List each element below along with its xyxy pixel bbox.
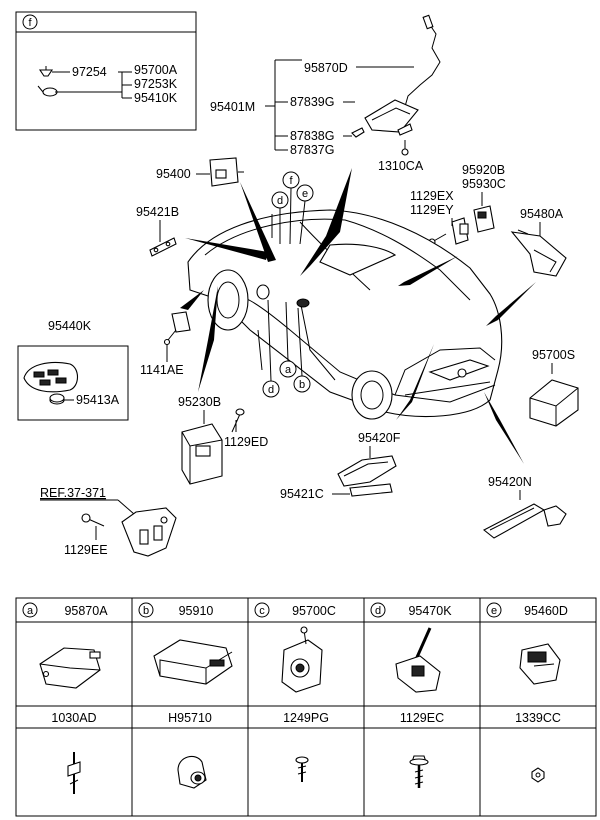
label-97253K: 97253K (134, 77, 178, 91)
svg-text:d: d (277, 195, 283, 207)
antenna-95470K-icon (395, 627, 441, 693)
svg-text:d: d (268, 384, 274, 396)
label-1141AE: 1141AE (140, 363, 184, 377)
leader-wedges (180, 168, 536, 464)
table-header-a: a 95870A (22, 602, 108, 618)
bolt-1129EE-icon (81, 513, 105, 527)
label-95930C: 95930C (462, 177, 506, 191)
bolt-icon (37, 85, 58, 97)
battery-icon (49, 393, 65, 405)
clip-1030AD-icon (67, 752, 81, 794)
clip-bracket-icon (451, 217, 469, 245)
smart-key-box (17, 345, 129, 421)
antenna-module-icon (364, 99, 419, 133)
table-header-b: b 95910 (138, 602, 214, 618)
table-part-1129EC: 1129EC (400, 711, 444, 725)
label-95230B: 95230B (178, 395, 221, 409)
label-95413A: 95413A (76, 393, 120, 407)
rear-wheel (351, 370, 393, 420)
table-part-1030AD: 1030AD (51, 711, 96, 725)
connector-95460D-icon (519, 643, 561, 685)
sensor-95870A-icon (39, 647, 101, 689)
label-95421C: 95421C (280, 487, 324, 501)
table-part-95910: 95910 (179, 604, 214, 618)
label-95401M: 95401M (210, 100, 255, 114)
label-87838G: 87838G (290, 129, 334, 143)
table-header-c: c 95700C (254, 602, 336, 618)
label-95420N: 95420N (488, 475, 532, 489)
table-part-95870A: 95870A (64, 604, 108, 618)
handle-95420N-icon (482, 503, 567, 539)
label-87837G: 87837G (290, 143, 334, 157)
label-87839G: 87839G (290, 95, 334, 109)
callouts-on-car: d f e d a b (256, 171, 314, 398)
sensor-95400-icon (209, 157, 244, 187)
svg-text:f: f (289, 175, 293, 187)
inset-f-box: f 97254 95700A 97253K 95410K (15, 11, 197, 131)
car-body (187, 209, 503, 420)
module-95480A-icon (510, 229, 567, 277)
front-wheel (207, 269, 249, 331)
svg-text:d: d (375, 605, 381, 617)
parts-table (15, 597, 597, 817)
svg-text:a: a (27, 605, 34, 617)
label-1129ED: 1129ED (224, 435, 268, 449)
bracket-95421B-icon (149, 237, 177, 257)
label-95400: 95400 (156, 167, 191, 181)
antenna-assembly (351, 14, 441, 156)
label-95700S: 95700S (532, 348, 575, 362)
airbag-module-95910-icon (153, 639, 233, 685)
table-part-95700C: 95700C (292, 604, 336, 618)
module-95700S-icon (529, 379, 579, 427)
bolt-1129ED-icon (231, 408, 245, 433)
bracket-ref-icon (121, 507, 177, 557)
label-1129EY: 1129EY (410, 203, 454, 217)
label-1129EX: 1129EX (410, 189, 454, 203)
label-ref-37-371: REF.37-371 (40, 486, 106, 500)
label-1310CA: 1310CA (378, 159, 424, 173)
label-95700A: 95700A (134, 63, 178, 77)
smart-key-icon (23, 361, 79, 393)
label-95440K: 95440K (48, 319, 92, 333)
svg-text:b: b (299, 379, 305, 391)
label-95421B: 95421B (136, 205, 179, 219)
label-1129EE: 1129EE (64, 543, 108, 557)
nut-1339CC-icon (531, 767, 545, 783)
screw-icon (38, 66, 54, 77)
svg-text:c: c (259, 605, 265, 617)
label-95480A: 95480A (520, 207, 564, 221)
table-part-H95710: H95710 (168, 711, 212, 725)
table-part-95460D: 95460D (524, 604, 568, 618)
bolt-1129EC-icon (409, 755, 429, 788)
inset-f-letter: f (28, 17, 32, 29)
table-part-1339CC: 1339CC (515, 711, 561, 725)
handle-95420F-icon (337, 455, 397, 497)
screw-1249PG-icon (295, 756, 309, 782)
label-95870D: 95870D (304, 61, 348, 75)
svg-text:e: e (302, 188, 308, 200)
label-95920B: 95920B (462, 163, 505, 177)
label-97254: 97254 (72, 65, 107, 79)
module-95230B-icon (181, 423, 223, 485)
svg-text:a: a (285, 364, 292, 376)
clip-H95710-icon (177, 755, 207, 789)
module-95920B-icon (473, 205, 495, 233)
table-part-1249PG: 1249PG (283, 711, 329, 725)
table-header-d: d 95470K (370, 602, 452, 618)
svg-text:b: b (143, 605, 149, 617)
table-header-e: e 95460D (486, 602, 568, 618)
label-95420F: 95420F (358, 431, 401, 445)
label-95410K: 95410K (134, 91, 178, 105)
table-part-95470K: 95470K (408, 604, 452, 618)
svg-text:e: e (491, 605, 497, 617)
callout-f-circle (22, 14, 38, 30)
sensor-1141AE-icon (163, 311, 191, 346)
sensor-95700C-icon (281, 626, 323, 693)
